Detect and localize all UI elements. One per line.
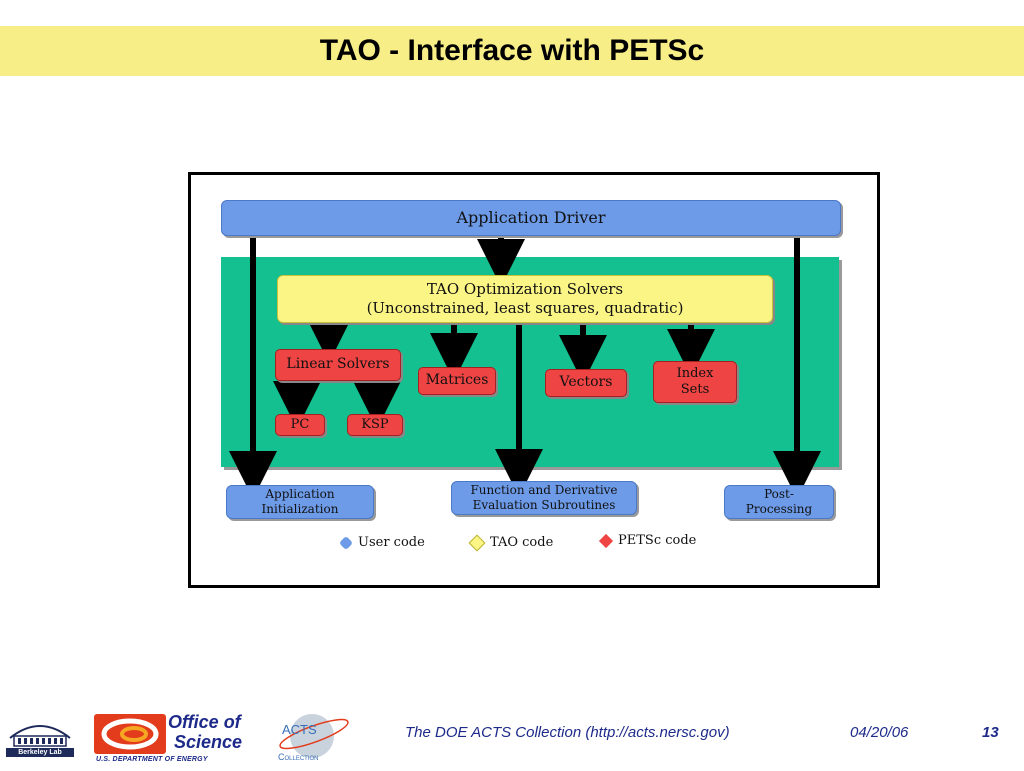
user-code-swatch: [338, 535, 354, 550]
ksp-box: KSP: [347, 414, 403, 436]
acts-collection-text: Collection: [278, 752, 319, 762]
tao-solvers-box: TAO Optimization Solvers (Unconstrained,…: [277, 275, 773, 323]
berkeley-lab-icon: [6, 725, 74, 757]
title-bar: TAO - Interface with PETSc: [0, 26, 1024, 76]
app-init-line1: Application: [265, 487, 335, 501]
office-of-science-logo: Office of Science U.S. DEPARTMENT OF ENE…: [94, 712, 270, 764]
vectors-label: Vectors: [559, 374, 613, 391]
footer-collection: The DOE ACTS Collection (http://acts.ner…: [405, 724, 730, 741]
function-eval-box: Function and Derivative Evaluation Subro…: [451, 481, 637, 515]
post-processing-line1: Post-: [764, 487, 794, 501]
legend-user-label: User code: [358, 535, 425, 550]
legend-petsc-label: PETSc code: [618, 533, 697, 548]
berkeley-lab-text: Berkeley Lab: [18, 749, 62, 756]
acts-collection-logo: ACTS Collection: [276, 708, 352, 766]
legend-tao: TAO code: [468, 534, 554, 551]
post-processing-line2: Processing: [745, 502, 813, 516]
index-sets-line1: Index: [676, 365, 714, 381]
doe-text: U.S. DEPARTMENT OF ENERGY: [96, 756, 208, 763]
tao-solvers-title: TAO Optimization Solvers: [426, 280, 624, 299]
ksp-label: KSP: [361, 416, 389, 432]
vectors-box: Vectors: [545, 369, 627, 397]
footer-page-number: 13: [982, 724, 999, 741]
matrices-label: Matrices: [425, 372, 489, 389]
linear-solvers-box: Linear Solvers: [275, 349, 401, 381]
application-driver-label: Application Driver: [456, 208, 606, 227]
index-sets-line2: Sets: [680, 382, 710, 397]
app-init-line2: Initialization: [261, 502, 339, 516]
arrows: [229, 237, 821, 499]
tao-code-swatch: [468, 534, 486, 551]
science-text: Science: [174, 732, 243, 752]
app-init-box: Application Initialization: [226, 485, 374, 519]
legend-petsc: PETSc code: [598, 533, 697, 548]
pc-box: PC: [275, 414, 325, 436]
function-eval-line1: Function and Derivative: [470, 483, 618, 497]
acts-text: ACTS: [282, 722, 317, 737]
footer-date: 04/20/06: [850, 724, 909, 741]
doe-swirl-icon: [94, 714, 166, 754]
legend-user: User code: [338, 535, 425, 550]
tao-solvers-subtitle: (Unconstrained, least squares, quadratic…: [366, 299, 684, 317]
petsc-code-swatch: [598, 533, 614, 548]
index-sets-box: Index Sets: [653, 361, 737, 403]
post-processing-box: Post- Processing: [724, 485, 834, 519]
office-of-text: Office of: [168, 712, 241, 732]
pc-label: PC: [290, 416, 310, 432]
acts-globe-icon: [279, 714, 349, 758]
legend-tao-label: TAO code: [490, 535, 554, 550]
berkeley-lab-logo: Berkeley Lab: [6, 712, 74, 758]
application-driver-box: Application Driver: [221, 200, 841, 236]
diagram-frame: Application Driver TAO Optimization Solv…: [188, 172, 880, 588]
matrices-box: Matrices: [418, 367, 496, 395]
function-eval-line2: Evaluation Subroutines: [472, 498, 616, 512]
slide-title: TAO - Interface with PETSc: [319, 34, 705, 67]
linear-solvers-label: Linear Solvers: [286, 356, 390, 373]
